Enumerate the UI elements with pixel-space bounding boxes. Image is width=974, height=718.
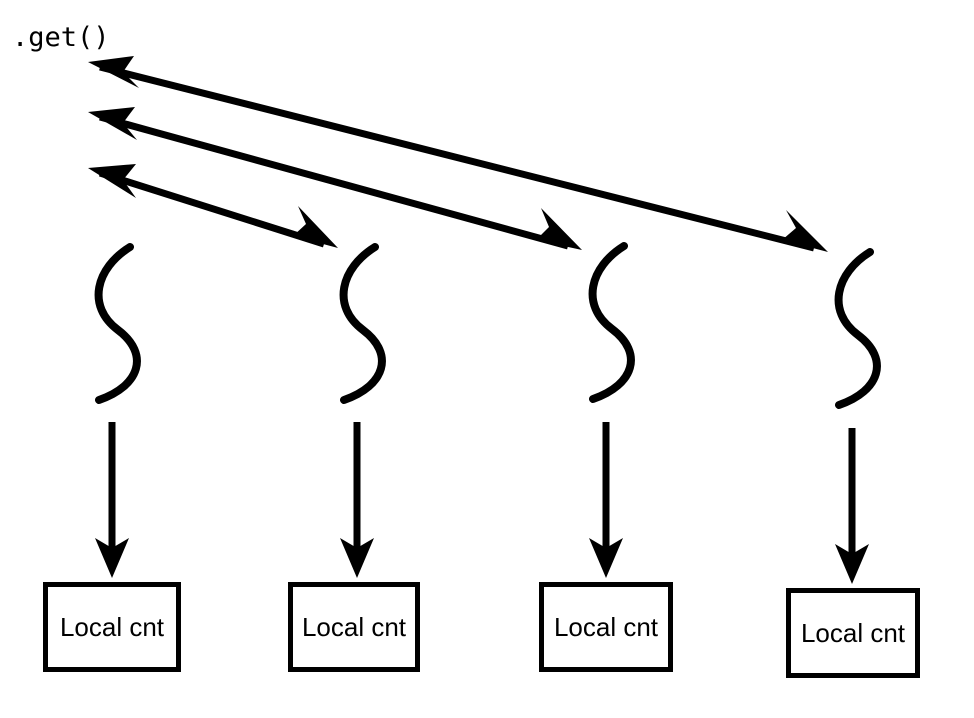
get-arrow-3-head-right bbox=[293, 206, 338, 248]
get-arrow-1-head-right bbox=[782, 210, 828, 252]
squiggle-3 bbox=[588, 242, 635, 403]
squiggle-2 bbox=[339, 243, 386, 404]
get-arrow-1-head-left bbox=[88, 56, 139, 88]
down-arrow-4 bbox=[835, 428, 869, 584]
get-arrow-3 bbox=[88, 164, 338, 248]
local-cnt-box-1[interactable]: Local cnt bbox=[43, 582, 181, 672]
down-arrow-4-head bbox=[835, 544, 869, 584]
local-cnt-box-2[interactable]: Local cnt bbox=[288, 582, 420, 672]
down-arrow-2-head bbox=[340, 538, 374, 578]
get-arrow-1 bbox=[88, 56, 828, 252]
get-call-label: .get() bbox=[12, 22, 110, 53]
local-cnt-label-4: Local cnt bbox=[800, 618, 906, 648]
local-cnt-box-4[interactable]: Local cnt bbox=[786, 588, 920, 678]
down-arrow-3 bbox=[589, 422, 623, 578]
down-arrow-2 bbox=[340, 422, 374, 578]
squiggle-4 bbox=[834, 248, 881, 409]
get-arrow-3-shaft bbox=[98, 169, 326, 248]
local-cnt-box-3[interactable]: Local cnt bbox=[539, 582, 673, 672]
local-cnt-label-1: Local cnt bbox=[59, 612, 165, 642]
get-arrows-group bbox=[88, 56, 828, 252]
get-arrow-2 bbox=[88, 107, 582, 250]
down-arrow-1-head bbox=[95, 538, 129, 578]
local-cnt-label-3: Local cnt bbox=[553, 612, 659, 642]
get-arrow-3-head-left bbox=[88, 164, 136, 198]
get-arrow-2-head-right bbox=[536, 208, 582, 250]
down-arrow-3-head bbox=[589, 538, 623, 578]
local-cnt-label-2: Local cnt bbox=[301, 612, 407, 642]
get-arrow-2-head-left bbox=[88, 107, 137, 140]
get-arrow-2-shaft bbox=[99, 113, 569, 250]
squiggle-1 bbox=[94, 243, 141, 404]
squiggles-group bbox=[94, 242, 881, 409]
down-arrow-1 bbox=[95, 422, 129, 578]
get-arrow-1-shaft bbox=[99, 63, 815, 252]
down-arrows-group bbox=[95, 422, 869, 584]
